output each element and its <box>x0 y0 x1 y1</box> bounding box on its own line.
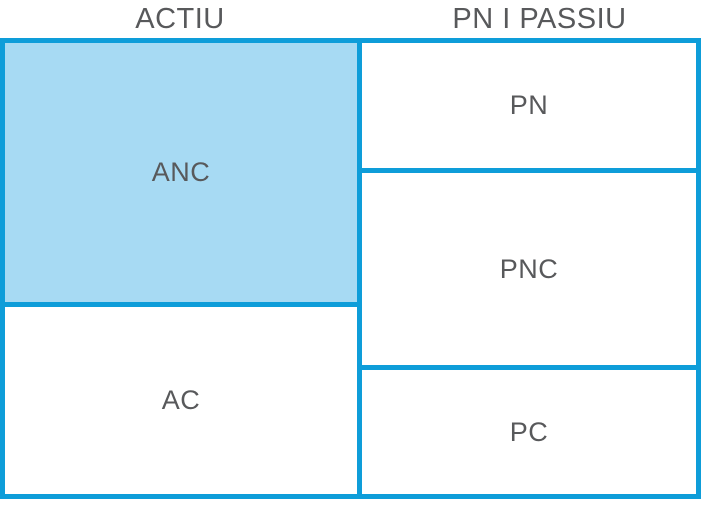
pc-label: PC <box>509 416 549 447</box>
pn-i-passiu-column-title: PN I PASSIU <box>452 2 627 35</box>
anc-label: ANC <box>151 157 211 187</box>
pc-box: PC <box>362 370 696 494</box>
pn-label: PN <box>509 90 549 120</box>
pnc-label: PNC <box>499 253 559 284</box>
column-titles: ACTIU PN I PASSIU <box>0 0 701 38</box>
actiu-column: ANC AC <box>5 43 357 494</box>
balance-sheet-grid: ANC AC PN PNC PC <box>0 38 701 499</box>
ac-box: AC <box>5 302 357 494</box>
ac-label: AC <box>161 385 201 415</box>
pn-i-passiu-column: PN PNC PC <box>357 43 696 494</box>
actiu-column-title: ACTIU <box>135 2 225 35</box>
pnc-box: PNC <box>362 168 696 370</box>
pn-box: PN <box>362 43 696 168</box>
anc-box: ANC <box>5 43 357 302</box>
